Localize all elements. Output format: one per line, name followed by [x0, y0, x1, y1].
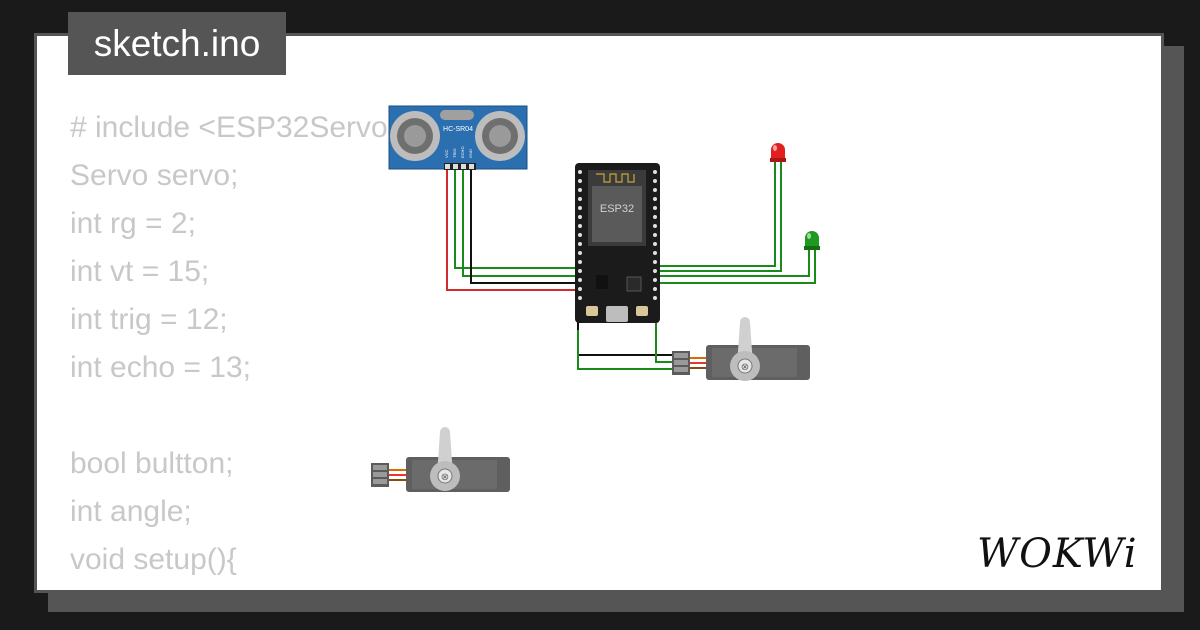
sensor-label: HC-SR04	[443, 126, 473, 133]
file-tab[interactable]: sketch.ino	[68, 12, 286, 75]
servo-motor[interactable]: ⊗	[672, 317, 810, 381]
wire-led-red-a	[656, 162, 776, 267]
wire-led-red-b	[656, 162, 782, 272]
wire-gnd	[470, 170, 580, 284]
led-red[interactable]	[770, 143, 786, 162]
svg-text:⊗: ⊗	[441, 472, 449, 483]
code-line: int vt = 15;	[70, 255, 210, 288]
sensor-pin-vcc: VCC	[444, 149, 449, 158]
esp32-board[interactable]: ESP32	[575, 163, 660, 323]
code-line: bool bultton;	[70, 447, 234, 480]
code-line: int echo = 13;	[70, 351, 251, 384]
code-line: int trig = 12;	[70, 303, 228, 336]
sensor-pin-trig: TRIG	[452, 148, 457, 158]
code-line: int rg = 2;	[70, 207, 196, 240]
led-green[interactable]	[804, 231, 820, 250]
wokwi-logo-text: WOKWi	[977, 531, 1138, 577]
code-line: void setup(){	[70, 543, 237, 576]
wires	[446, 162, 816, 370]
wire-servo-sig	[577, 330, 676, 370]
wire-vcc	[446, 170, 580, 291]
wire-servo-gnd	[577, 318, 676, 356]
ultrasonic-sensor[interactable]: HC-SR04 VCC TRIG ECHO GND	[388, 105, 528, 170]
code-line: int angle;	[70, 495, 192, 528]
code-line: Servo servo;	[70, 159, 239, 192]
wire-echo	[462, 170, 580, 277]
servo-motor[interactable]: ⊗	[371, 427, 510, 492]
wire-servo-vcc	[655, 318, 676, 363]
wire-trig	[454, 170, 580, 269]
svg-text:⊗: ⊗	[741, 362, 749, 373]
wokwi-logo: WOKWi	[977, 531, 1138, 577]
wire-led-green-b	[656, 250, 816, 284]
wire-led-green-a	[656, 250, 810, 277]
esp32-label: ESP32	[600, 203, 634, 215]
sensor-pin-gnd: GND	[468, 149, 473, 158]
code-editor: # include <ESP32Servo.h>Servo servo;int …	[70, 104, 430, 590]
sensor-pin-echo: ECHO	[460, 146, 465, 158]
